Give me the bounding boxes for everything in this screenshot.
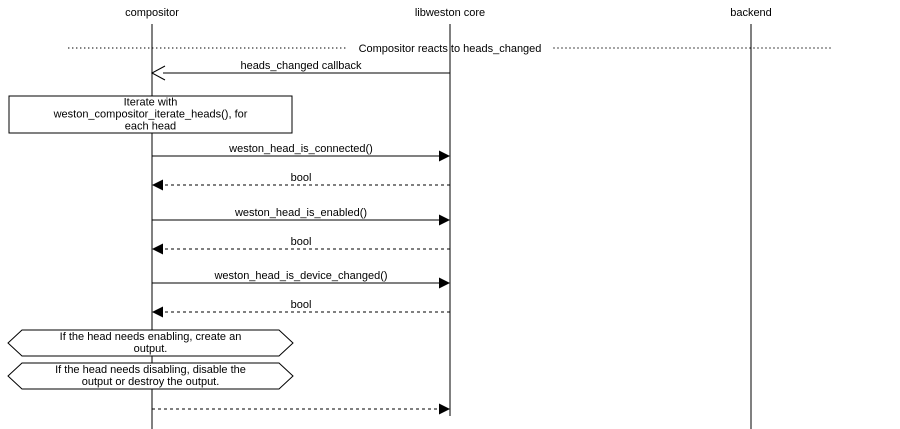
- message-bool-return-1[interactable]: bool: [152, 172, 450, 191]
- note-line-iterate-note-2: each head: [125, 121, 176, 133]
- message-arrowhead-bool-return-3: [152, 306, 163, 318]
- message-arrowhead-final-return: [439, 403, 450, 415]
- lifelines-group: compositor libweston core backend: [125, 7, 772, 429]
- lifeline-compositor[interactable]: compositor: [125, 7, 179, 429]
- message-label-heads-changed-callback: heads_changed callback: [240, 60, 362, 72]
- note-iterate-note[interactable]: Iterate withweston_compositor_iterate_he…: [8, 95, 293, 134]
- message-label-weston-head-is-connected: weston_head_is_connected(): [228, 143, 373, 155]
- notes-group: Iterate withweston_compositor_iterate_he…: [8, 95, 293, 134]
- fragment-line-disable-head-note-1: output or destroy the output.: [82, 376, 220, 388]
- lifeline-label-libweston-core: libweston core: [415, 7, 485, 19]
- fragment-shape-enable-head-note: [7, 329, 294, 357]
- fragment-line-enable-head-note-1: output.: [134, 343, 168, 355]
- fragments-group: If the head needs enabling, create anout…: [7, 329, 294, 390]
- message-weston-head-is-enabled[interactable]: weston_head_is_enabled(): [152, 207, 450, 226]
- note-line-iterate-note-1: weston_compositor_iterate_heads(), for: [53, 109, 248, 121]
- message-label-weston-head-is-device-changed: weston_head_is_device_changed(): [213, 270, 387, 282]
- message-arrowhead-heads-changed-callback: [150, 65, 166, 81]
- message-weston-head-is-device-changed[interactable]: weston_head_is_device_changed(): [152, 270, 450, 289]
- lifeline-label-compositor: compositor: [125, 7, 179, 19]
- message-arrowhead-bool-return-1: [152, 179, 163, 191]
- fragment-disable-head-note[interactable]: If the head needs disabling, disable the…: [7, 362, 294, 390]
- fragment-line-disable-head-note-0: If the head needs disabling, disable the: [55, 364, 246, 376]
- fragment-enable-head-note[interactable]: If the head needs enabling, create anout…: [7, 329, 294, 357]
- message-label-bool-return-3: bool: [291, 299, 312, 311]
- message-weston-head-is-connected[interactable]: weston_head_is_connected(): [152, 143, 450, 162]
- messages-group: heads_changed callback weston_head_is_con…: [150, 60, 450, 415]
- message-heads-changed-callback[interactable]: heads_changed callback: [150, 60, 450, 81]
- note-line-iterate-note-0: Iterate with: [124, 97, 178, 109]
- message-arrowhead-bool-return-2: [152, 243, 163, 255]
- note-box-iterate-note: [8, 95, 293, 134]
- fragment-shape-disable-head-note: [7, 362, 294, 390]
- message-arrowhead-weston-head-is-connected: [439, 150, 450, 162]
- message-bool-return-2[interactable]: bool: [152, 236, 450, 255]
- message-label-weston-head-is-enabled: weston_head_is_enabled(): [234, 207, 367, 219]
- lifeline-libweston-core[interactable]: libweston core: [415, 7, 485, 416]
- divider-label: Compositor reacts to heads_changed: [359, 43, 542, 55]
- message-arrowhead-weston-head-is-device-changed: [439, 277, 450, 289]
- divider-group: Compositor reacts to heads_changed: [68, 43, 832, 55]
- lifeline-backend[interactable]: backend: [730, 7, 772, 429]
- lifeline-label-backend: backend: [730, 7, 772, 19]
- message-final-return[interactable]: [152, 403, 450, 415]
- message-arrowhead-weston-head-is-enabled: [439, 214, 450, 226]
- message-label-bool-return-2: bool: [291, 236, 312, 248]
- fragment-line-enable-head-note-0: If the head needs enabling, create an: [60, 331, 242, 343]
- message-label-bool-return-1: bool: [291, 172, 312, 184]
- message-bool-return-3[interactable]: bool: [152, 299, 450, 318]
